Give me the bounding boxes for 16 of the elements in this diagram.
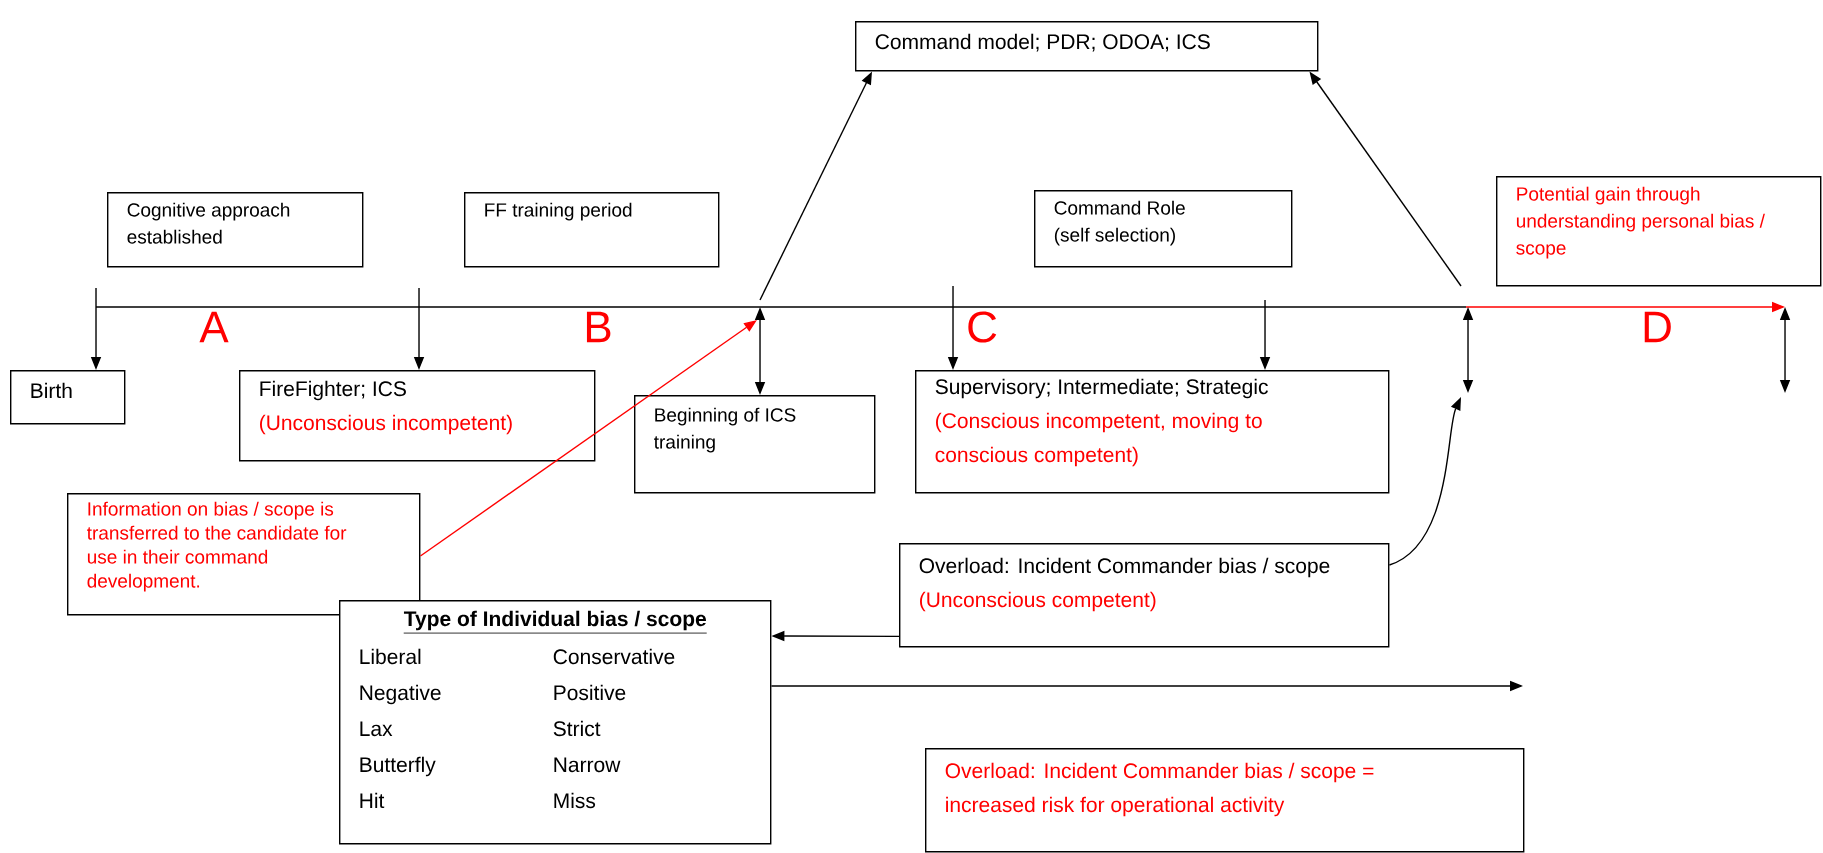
text-box: FireFighter; ICS (Unconscious incompetent) xyxy=(239,370,596,462)
text-box: Supervisory; Intermediate; Strategic (Conscious incompetent, moving to conscious competent) xyxy=(915,370,1390,494)
text-box: Beginning of ICS training xyxy=(634,395,876,494)
text-box: Command Role (self selection) xyxy=(1034,190,1293,268)
text-box: Cognitive approach established xyxy=(107,192,364,268)
section-letter: C xyxy=(968,311,997,343)
arrow xyxy=(419,320,757,557)
text-box: Command model; PDR; ODOA; ICS xyxy=(855,21,1319,72)
text-box: Overload: Incident Commander bias / scope (Unconscious competent) xyxy=(899,543,1390,648)
text-box: Potential gain through understanding personal bias / scope xyxy=(1496,176,1822,287)
text-box: Birth xyxy=(10,370,126,425)
text-box: Overload: Incident Commander bias / scope = increased risk for operational activity xyxy=(925,748,1525,853)
text-box: Type of Individual bias / scope Liberal Conservative Negative Positive Lax Strict Butterfly Narrow Hit Miss xyxy=(339,600,772,845)
section-letter: A xyxy=(199,311,229,343)
section-letter: B xyxy=(586,311,611,343)
text-box: FF training period xyxy=(464,192,720,268)
